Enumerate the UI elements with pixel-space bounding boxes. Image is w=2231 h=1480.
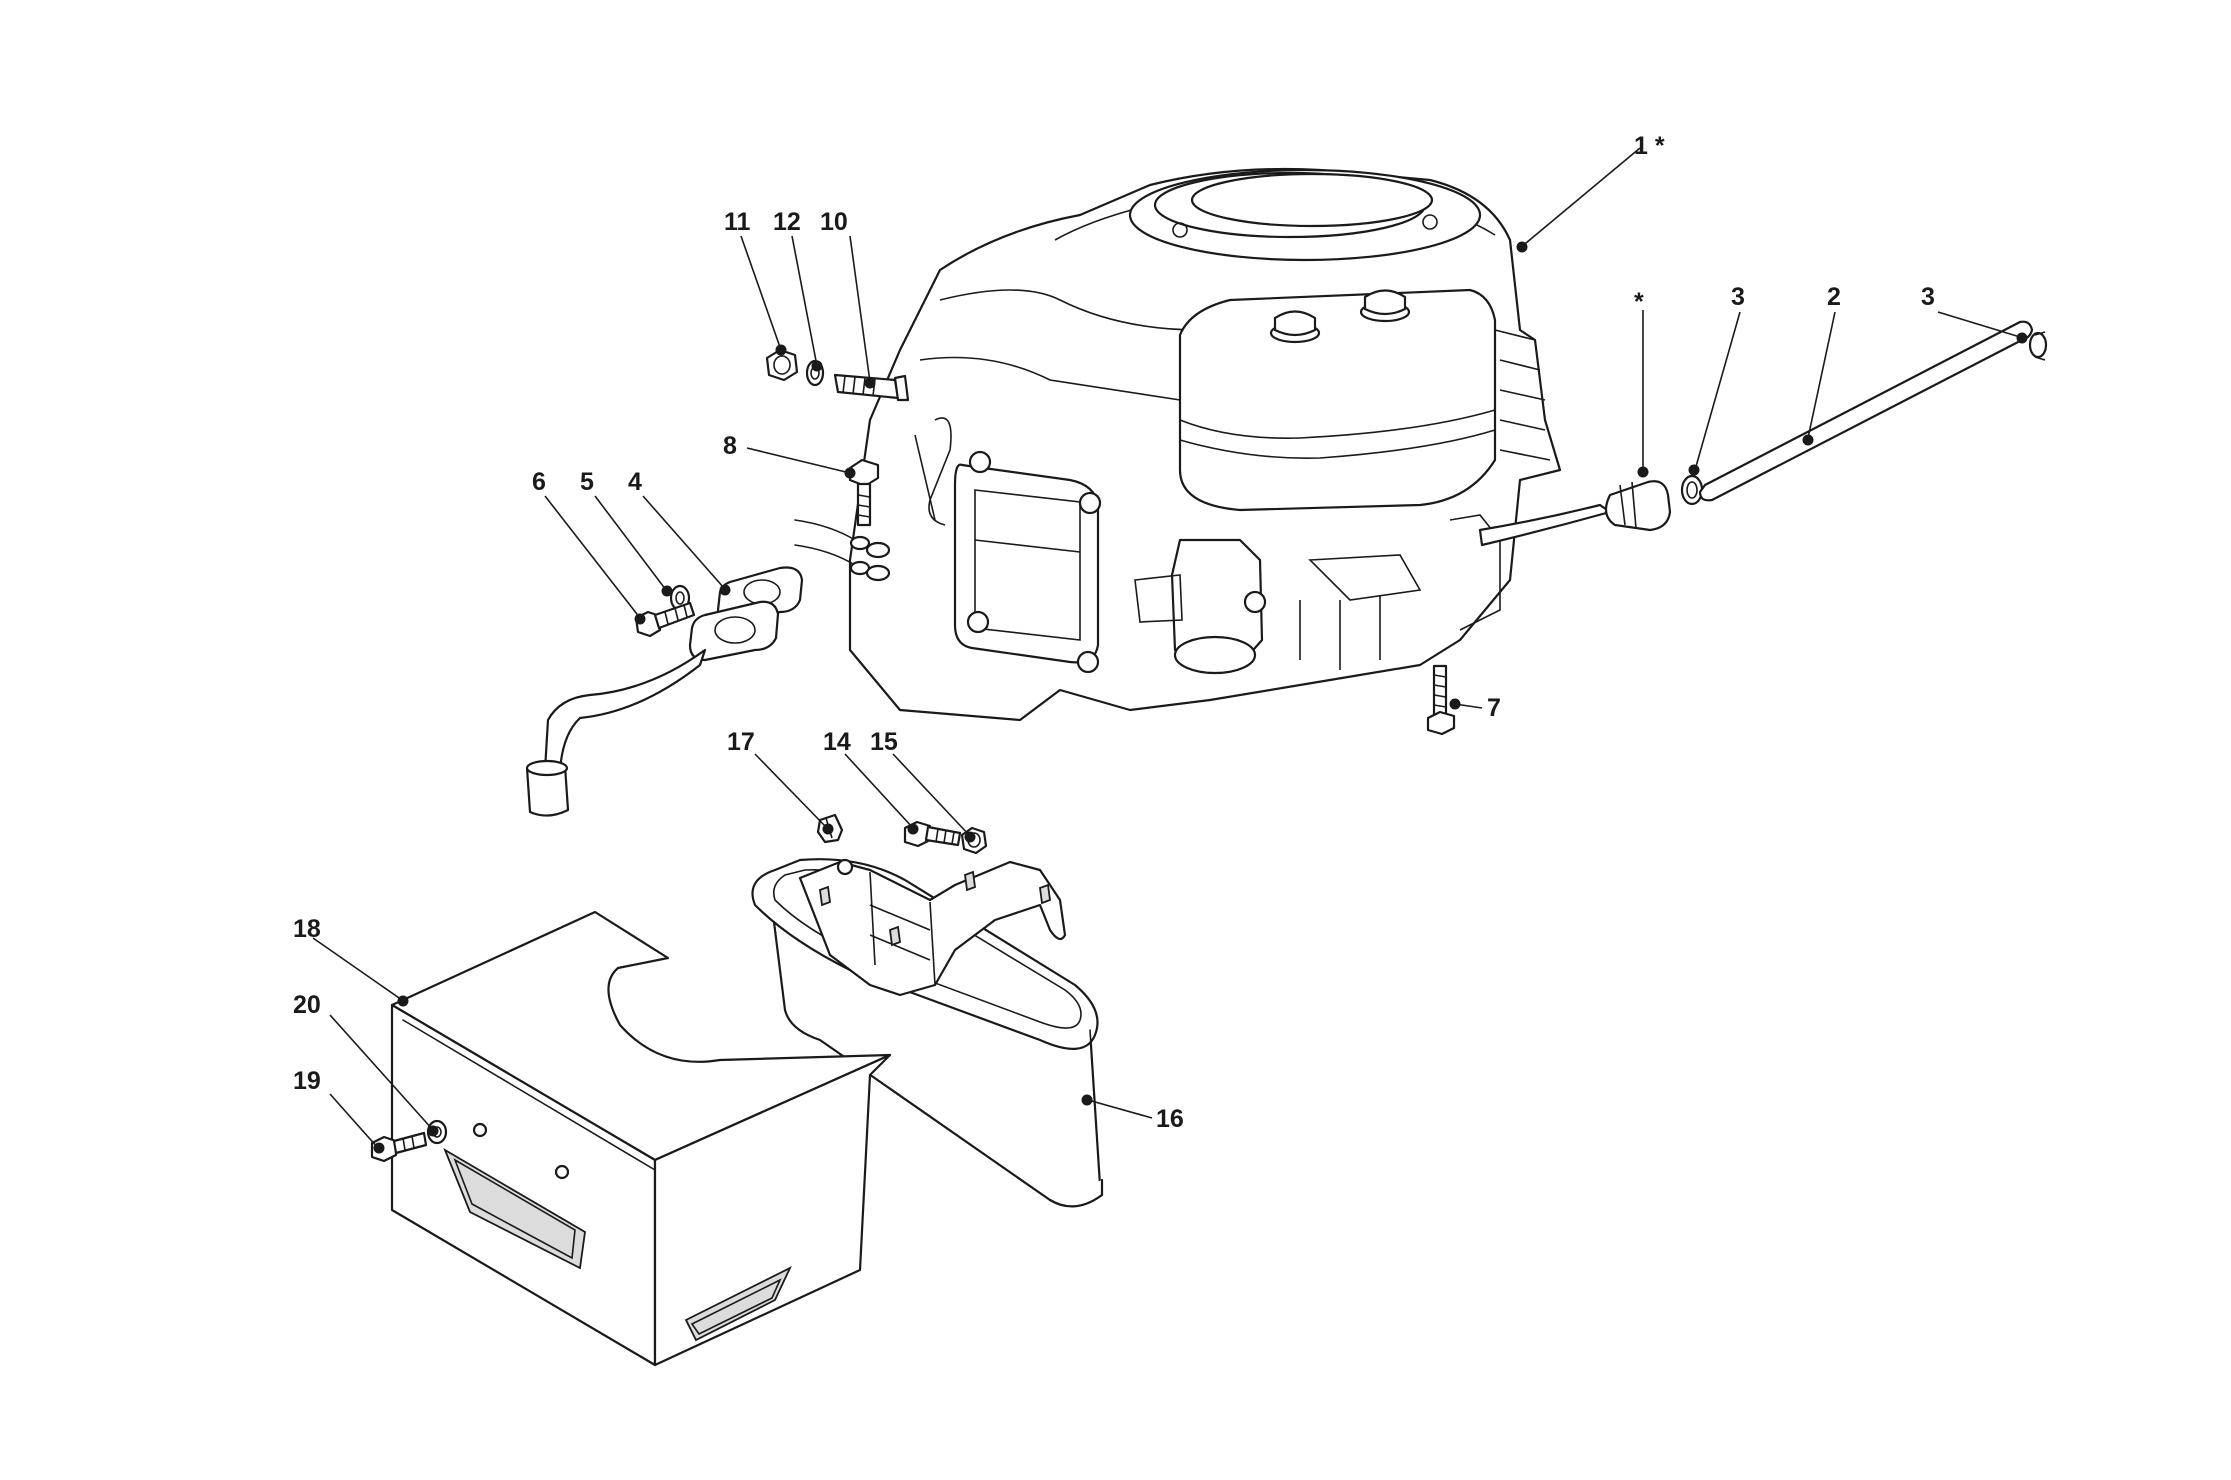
- callout-10: 10: [820, 208, 848, 236]
- leader-lines: [312, 147, 2021, 1149]
- callout-15: 15: [870, 728, 898, 756]
- callout-3a: 3: [1731, 283, 1745, 311]
- callout-2: 2: [1827, 283, 1841, 311]
- fuel-filter: [1604, 480, 1672, 532]
- engine-assembly: [848, 167, 1612, 722]
- callout-19: 19: [293, 1067, 321, 1095]
- exhaust-pipe: [525, 600, 780, 817]
- hose-clamp-near: [1680, 474, 1704, 506]
- bolt-8: [848, 458, 880, 527]
- callout-5: 5: [580, 468, 594, 496]
- callout-labels: 1 * * 3 2 3 11 12 10 8 6 5 4 7 17 14 15 …: [293, 132, 1935, 1133]
- callout-4: 4: [628, 468, 642, 496]
- bolt-7: [1426, 664, 1456, 736]
- callout-17: 17: [727, 728, 755, 756]
- leader-dots: [373, 241, 2028, 1154]
- callout-11: 11: [724, 208, 751, 236]
- muffler-16: [751, 858, 1104, 1208]
- callout-20: 20: [293, 991, 321, 1019]
- callout-7: 7: [1487, 694, 1501, 722]
- hose-clamp-far: [2028, 331, 2048, 361]
- fuel-hose: [1698, 320, 2034, 502]
- callout-16: 16: [1156, 1105, 1184, 1133]
- callout-14: 14: [823, 728, 851, 756]
- callout-star: *: [1634, 288, 1644, 316]
- callout-6: 6: [532, 468, 546, 496]
- callout-18: 18: [293, 915, 321, 943]
- callout-12: 12: [773, 208, 801, 236]
- callout-1: 1 *: [1634, 132, 1665, 160]
- heat-shield-18: [390, 910, 892, 1367]
- cable-terminals: [794, 519, 891, 582]
- callout-3b: 3: [1921, 283, 1935, 311]
- callout-8: 8: [723, 432, 737, 460]
